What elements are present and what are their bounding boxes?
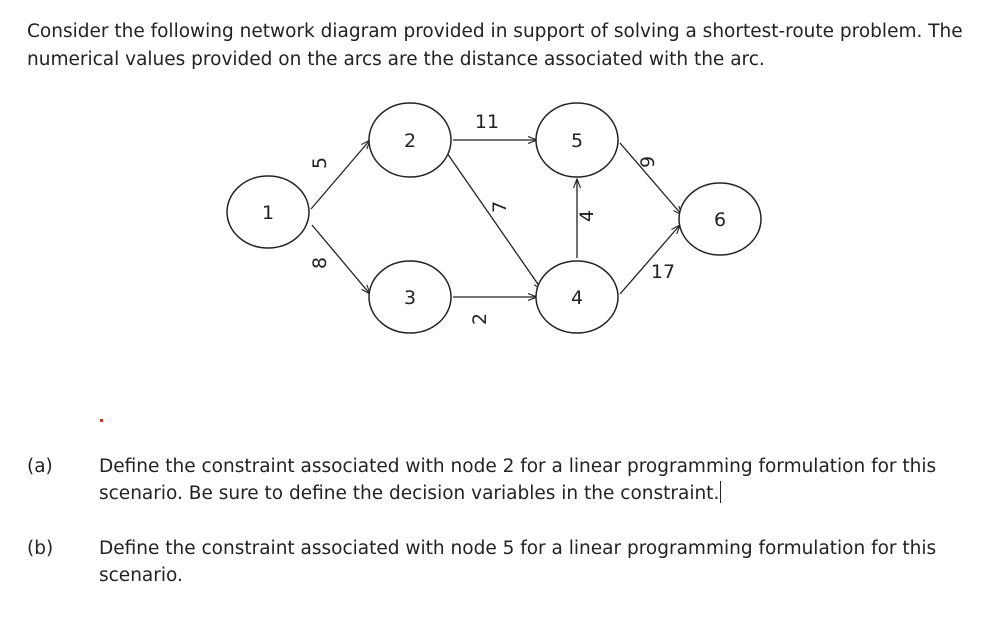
arc-1-3 [311, 224, 370, 294]
question-b-text[interactable]: Define the constraint associated with no… [99, 538, 937, 586]
arc-2-4 [446, 152, 542, 290]
arc-label-2-5: 11 [475, 111, 499, 133]
arc-label-4-6: 17 [651, 261, 675, 283]
arc-label-5-6: 9 [637, 156, 659, 168]
arc-4-6 [619, 225, 680, 295]
arc-label-4-5: 4 [576, 210, 598, 222]
arc-label-2-4: 7 [489, 201, 511, 213]
node-label: 5 [571, 130, 583, 152]
node-label: 1 [262, 202, 274, 224]
node-label: 3 [404, 287, 416, 309]
node-label: 4 [571, 287, 583, 309]
stray-dot [100, 419, 103, 422]
arc-5-6 [619, 142, 682, 215]
node-6: 6 [678, 182, 762, 256]
arc-1-2 [310, 140, 370, 210]
node-label: 2 [404, 130, 416, 152]
arc-label-1-2: 5 [309, 157, 331, 169]
arc-label-3-4: 2 [469, 313, 491, 325]
arcs [310, 140, 682, 297]
node-1: 1 [226, 175, 310, 249]
arc-label-1-3: 8 [309, 257, 331, 269]
node-2: 2 [368, 102, 452, 178]
question-b-label: (b) [27, 538, 54, 559]
node-5: 5 [535, 102, 619, 178]
node-4: 4 [535, 260, 619, 334]
question-a-body: Define the constraint associated with no… [99, 456, 937, 504]
text-cursor [720, 481, 722, 503]
node-label: 6 [714, 209, 726, 231]
node-3: 3 [368, 260, 452, 334]
question-a-label: (a) [27, 456, 53, 477]
question-a-text[interactable]: Define the constraint associated with no… [99, 453, 959, 507]
problem-intro: Consider the following network diagram p… [27, 21, 963, 70]
